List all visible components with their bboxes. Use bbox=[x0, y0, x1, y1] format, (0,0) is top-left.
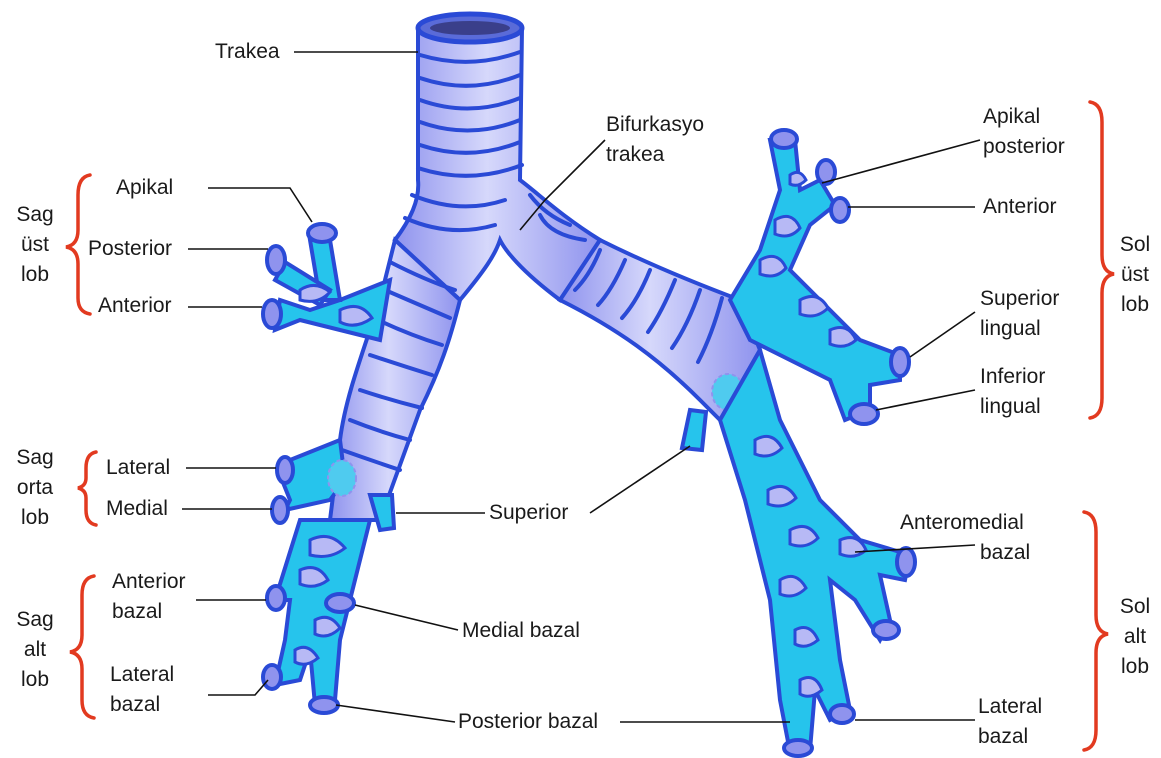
label-bifurkasyo-line1: Bifurkasyo bbox=[606, 110, 704, 140]
label-left-lateral-bazal-line2: bazal bbox=[978, 722, 1028, 752]
label-right-anterior: Anterior bbox=[98, 291, 172, 321]
bracket-sag-orta bbox=[78, 452, 96, 525]
label-posterior-bazal: Posterior bazal bbox=[458, 707, 598, 737]
bracket-sag-alt bbox=[70, 576, 94, 718]
label-left-anteromedial-bazal-line2: bazal bbox=[980, 538, 1030, 568]
label-trakea: Trakea bbox=[215, 37, 280, 67]
group-sag-orta-lob: Sag orta lob bbox=[10, 443, 60, 533]
group-sag-alt-word2: alt bbox=[12, 635, 58, 665]
group-sol-alt-word1: Sol bbox=[1112, 592, 1158, 622]
label-right-lateral: Lateral bbox=[106, 453, 170, 483]
label-right-anterior-bazal-line2: bazal bbox=[112, 597, 162, 627]
label-bifurkasyo-line2: trakea bbox=[606, 140, 664, 170]
group-sol-ust-word3: lob bbox=[1112, 290, 1158, 320]
group-sag-orta-word2: orta bbox=[10, 473, 60, 503]
right-upper-lobe-bronchi bbox=[263, 224, 390, 340]
group-sag-ust-word1: Sag bbox=[12, 200, 58, 230]
bracket-sag-ust bbox=[66, 175, 90, 314]
group-sag-ust-word2: üst bbox=[12, 230, 58, 260]
label-medial-bazal: Medial bazal bbox=[462, 616, 580, 646]
label-left-apikal-posterior-line1: Apikal bbox=[983, 102, 1040, 132]
bracket-sol-ust bbox=[1090, 102, 1114, 418]
group-sag-alt-word3: lob bbox=[12, 665, 58, 695]
label-right-lateral-bazal-line1: Lateral bbox=[110, 660, 174, 690]
label-right-apikal: Apikal bbox=[116, 173, 173, 203]
left-lower-lobe-bronchi bbox=[720, 350, 915, 756]
bracket-sol-alt bbox=[1084, 512, 1108, 750]
group-sol-ust-lob: Sol üst lob bbox=[1112, 230, 1158, 320]
group-sag-orta-word1: Sag bbox=[10, 443, 60, 473]
label-left-superior-lingual-line2: lingual bbox=[980, 314, 1041, 344]
group-sol-alt-lob: Sol alt lob bbox=[1112, 592, 1158, 682]
label-right-medial: Medial bbox=[106, 494, 168, 524]
label-left-anteromedial-bazal-line1: Anteromedial bbox=[900, 508, 1024, 538]
group-sol-alt-word3: lob bbox=[1112, 652, 1158, 682]
group-sol-ust-word2: üst bbox=[1112, 260, 1158, 290]
label-superior: Superior bbox=[489, 498, 568, 528]
group-sag-ust-word3: lob bbox=[12, 260, 58, 290]
group-sag-alt-lob: Sag alt lob bbox=[12, 605, 58, 695]
label-right-anterior-bazal-line1: Anterior bbox=[112, 567, 186, 597]
label-left-superior-lingual-line1: Superior bbox=[980, 284, 1059, 314]
right-lower-lobe-bronchi bbox=[263, 520, 370, 713]
label-left-lateral-bazal-line1: Lateral bbox=[978, 692, 1042, 722]
brackets bbox=[66, 102, 1114, 750]
label-right-lateral-bazal-line2: bazal bbox=[110, 690, 160, 720]
label-left-inferior-lingual-line2: lingual bbox=[980, 392, 1041, 422]
group-sag-orta-word3: lob bbox=[10, 503, 60, 533]
label-left-apikal-posterior-line2: posterior bbox=[983, 132, 1065, 162]
label-left-inferior-lingual-line1: Inferior bbox=[980, 362, 1045, 392]
label-right-posterior: Posterior bbox=[88, 234, 172, 264]
group-sol-ust-word1: Sol bbox=[1112, 230, 1158, 260]
group-sag-alt-word1: Sag bbox=[12, 605, 58, 635]
label-left-anterior: Anterior bbox=[983, 192, 1057, 222]
group-sag-ust-lob: Sag üst lob bbox=[12, 200, 58, 290]
trachea bbox=[395, 14, 600, 300]
group-sol-alt-word2: alt bbox=[1112, 622, 1158, 652]
